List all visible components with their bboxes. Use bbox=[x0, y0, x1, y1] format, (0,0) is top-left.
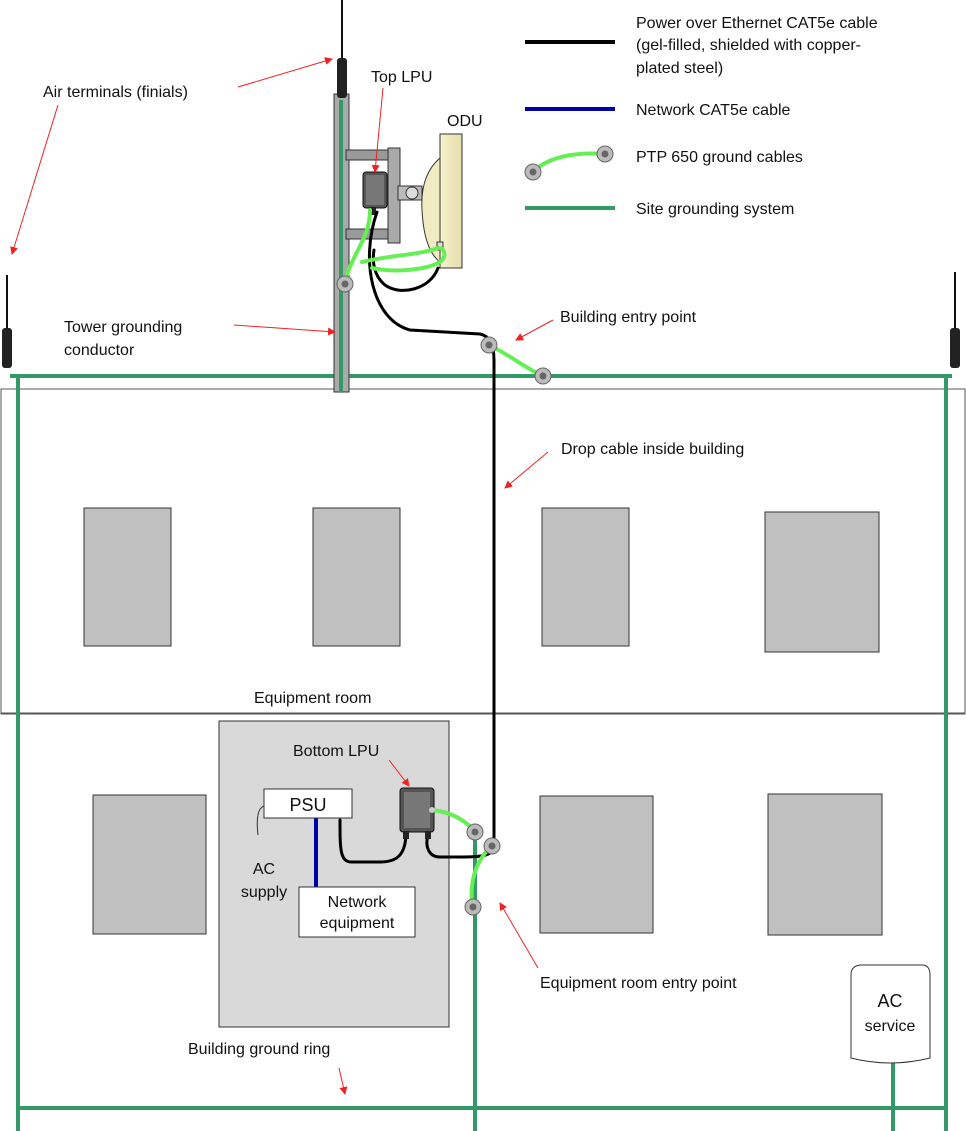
air-terminals-label: Air terminals (finials) bbox=[43, 84, 188, 101]
legend-site-label: Site grounding system bbox=[636, 201, 794, 218]
ac-supply-label-2: supply bbox=[241, 884, 287, 901]
window bbox=[312, 507, 401, 647]
network-equipment-label-2: equipment bbox=[320, 915, 395, 932]
air-terminal-left bbox=[2, 275, 12, 368]
window bbox=[764, 511, 880, 653]
tower-grounding-label-2: conductor bbox=[64, 342, 135, 359]
ground-points bbox=[336, 275, 552, 916]
mounting-bracket bbox=[345, 147, 423, 244]
legend-poe-line2: (gel-filled, shielded with copper- bbox=[636, 37, 861, 54]
building-entry-label: Building entry point bbox=[560, 309, 697, 326]
equipment-room-label: Equipment room bbox=[254, 690, 371, 707]
legend: Power over Ethernet CAT5e cable (gel-fil… bbox=[524, 15, 878, 218]
air-terminal-tower bbox=[337, 0, 347, 98]
window bbox=[539, 795, 654, 934]
drop-cable-label: Drop cable inside building bbox=[561, 441, 744, 458]
bottom-lpu bbox=[399, 787, 435, 839]
legend-ground-swatch bbox=[531, 151, 606, 174]
window bbox=[767, 793, 883, 936]
top-lpu bbox=[362, 171, 388, 215]
window bbox=[83, 507, 172, 647]
odu bbox=[421, 133, 463, 269]
tower-grounding-label-1: Tower grounding bbox=[64, 319, 182, 336]
legend-poe-line3: plated steel) bbox=[636, 60, 723, 77]
ac-supply-label-1: AC bbox=[253, 861, 275, 878]
equipment-room bbox=[218, 720, 450, 1028]
equipment-room-entry-label: Equipment room entry point bbox=[540, 975, 737, 992]
ac-service-box bbox=[850, 964, 931, 1064]
window bbox=[92, 794, 207, 935]
odu-label: ODU bbox=[447, 113, 483, 130]
air-terminal-right bbox=[950, 272, 960, 368]
window bbox=[541, 507, 630, 647]
top-lpu-label: Top LPU bbox=[371, 69, 432, 86]
ac-supply-lead bbox=[256, 805, 265, 836]
legend-poe-line1: Power over Ethernet CAT5e cable bbox=[636, 15, 878, 32]
network-equipment-box bbox=[298, 886, 416, 938]
legend-ground-label: PTP 650 ground cables bbox=[636, 149, 803, 166]
ac-service-label-1: AC bbox=[877, 991, 902, 1011]
bottom-lpu-label: Bottom LPU bbox=[293, 743, 379, 760]
psu-label: PSU bbox=[289, 795, 326, 815]
psu-box bbox=[263, 788, 353, 819]
building-ground-ring-label: Building ground ring bbox=[188, 1041, 330, 1058]
legend-network-label: Network CAT5e cable bbox=[636, 102, 791, 119]
network-equipment-label-1: Network bbox=[328, 894, 388, 911]
callout-arrows bbox=[10, 57, 554, 1095]
ac-service-label-2: service bbox=[865, 1018, 916, 1035]
building-outline-lower bbox=[0, 388, 966, 714]
